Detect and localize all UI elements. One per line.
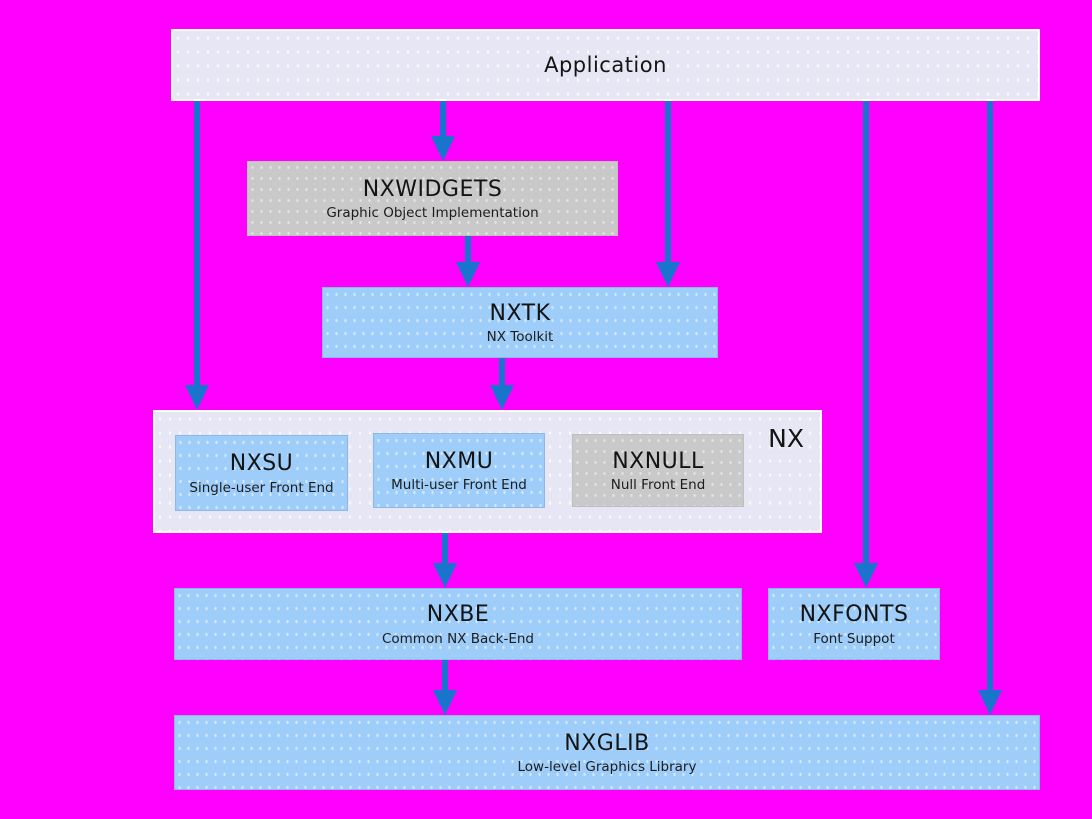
arrow-application-to-nxtk [656, 101, 680, 287]
arrow-stem [442, 533, 448, 566]
node-nxfonts-title: NXFONTS [799, 602, 909, 628]
arrow-stem [665, 101, 671, 265]
arrow-application-to-nxglib [978, 101, 1002, 715]
nx-group-label: NX [768, 424, 804, 453]
node-nxsu-subtitle: Single-user Front End [189, 479, 334, 496]
arrow-nxtk-to-nx [490, 358, 514, 410]
node-nxwidgets-subtitle: Graphic Object Implementation [326, 205, 539, 222]
node-application: Application [171, 29, 1040, 101]
arrow-head-icon [490, 385, 514, 410]
node-nxnull-title: NXNULL [612, 448, 704, 474]
node-nx-group: NX NXSU Single-user Front End NXMU Multi… [153, 410, 822, 533]
node-application-title: Application [544, 52, 667, 77]
arrow-nx-to-nxbe [433, 533, 457, 588]
node-nxfonts: NXFONTS Font Suppot [768, 588, 940, 660]
arrow-application-to-nx [185, 101, 209, 410]
node-nxnull: NXNULL Null Front End [572, 434, 744, 507]
arrow-head-icon [431, 136, 455, 161]
node-nxtk: NXTK NX Toolkit [322, 287, 718, 358]
node-nxmu-title: NXMU [424, 448, 494, 474]
node-nxglib: NXGLIB Low-level Graphics Library [174, 715, 1040, 790]
arrow-head-icon [456, 262, 480, 287]
node-nxwidgets-title: NXWIDGETS [362, 176, 503, 202]
arrow-application-to-nxwidgets [431, 101, 455, 161]
node-nxglib-title: NXGLIB [564, 730, 650, 756]
node-nxglib-subtitle: Low-level Graphics Library [517, 759, 697, 776]
arrow-head-icon [433, 690, 457, 715]
arrow-nxbe-to-nxglib [433, 660, 457, 715]
arrow-stem [194, 101, 200, 388]
arrow-nxwidgets-to-nxtk [456, 236, 480, 287]
arrow-head-icon [854, 563, 878, 588]
node-nxbe-subtitle: Common NX Back-End [381, 630, 535, 647]
arrow-stem [863, 101, 869, 566]
node-nxtk-subtitle: NX Toolkit [486, 329, 554, 346]
arrow-head-icon [185, 385, 209, 410]
node-nxfonts-subtitle: Font Suppot [813, 630, 895, 647]
node-nxmu-subtitle: Multi-user Front End [391, 477, 527, 494]
node-nxnull-subtitle: Null Front End [610, 477, 706, 494]
arrow-stem [440, 101, 446, 139]
node-nxbe: NXBE Common NX Back-End [174, 588, 742, 660]
arrow-head-icon [433, 563, 457, 588]
node-nxwidgets: NXWIDGETS Graphic Object Implementation [247, 161, 618, 236]
arrow-stem [499, 358, 505, 388]
node-nxbe-title: NXBE [426, 602, 490, 628]
node-nxsu: NXSU Single-user Front End [175, 435, 348, 511]
arrow-application-to-nxfonts [854, 101, 878, 588]
node-nxtk-title: NXTK [489, 300, 551, 326]
node-nxmu: NXMU Multi-user Front End [373, 433, 545, 508]
arrow-head-icon [656, 262, 680, 287]
arrow-stem [442, 660, 448, 693]
arrow-stem [987, 101, 993, 693]
arrow-head-icon [978, 690, 1002, 715]
node-nxsu-title: NXSU [229, 451, 294, 477]
arrow-stem [465, 236, 471, 265]
